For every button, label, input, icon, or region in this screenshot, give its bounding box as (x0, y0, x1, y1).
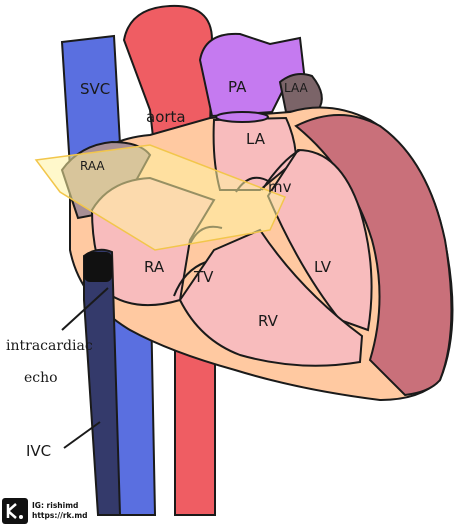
ice-catheter-tip (84, 252, 112, 282)
credit-badge: IG: rishimd https://rk.md (2, 497, 94, 525)
right-ventricle-chamber (178, 228, 364, 367)
left-ventricle-chamber (266, 148, 373, 332)
pa-valve-ring (215, 111, 269, 123)
label-laa: LAA (284, 81, 309, 95)
ice-pointer-line (61, 287, 109, 331)
label-ivc: IVC (26, 442, 51, 460)
label-rv: RV (258, 312, 279, 330)
label-la: LA (246, 130, 266, 148)
label-aorta: aorta (146, 108, 186, 126)
echo-imaging-plane (34, 144, 287, 251)
label-svc: SVC (80, 80, 110, 98)
credit-url[interactable]: https://rk.md (32, 511, 88, 520)
label-tv: TV (193, 268, 214, 286)
label-ice-line2: echo (24, 370, 58, 386)
label-pa: PA (228, 78, 247, 96)
label-ra: RA (144, 258, 165, 276)
ivc-pointer-line (63, 421, 101, 449)
credit-handle: IG: rishimd (32, 501, 79, 510)
pulmonary-artery (198, 32, 308, 118)
label-raa: RAA (80, 159, 105, 173)
label-lv: LV (314, 258, 332, 276)
label-mv: mv (268, 178, 292, 196)
left-ventricle-wall (294, 114, 453, 397)
label-ice-line1: intracardiac (6, 338, 93, 354)
rk-logo-icon (2, 498, 28, 524)
